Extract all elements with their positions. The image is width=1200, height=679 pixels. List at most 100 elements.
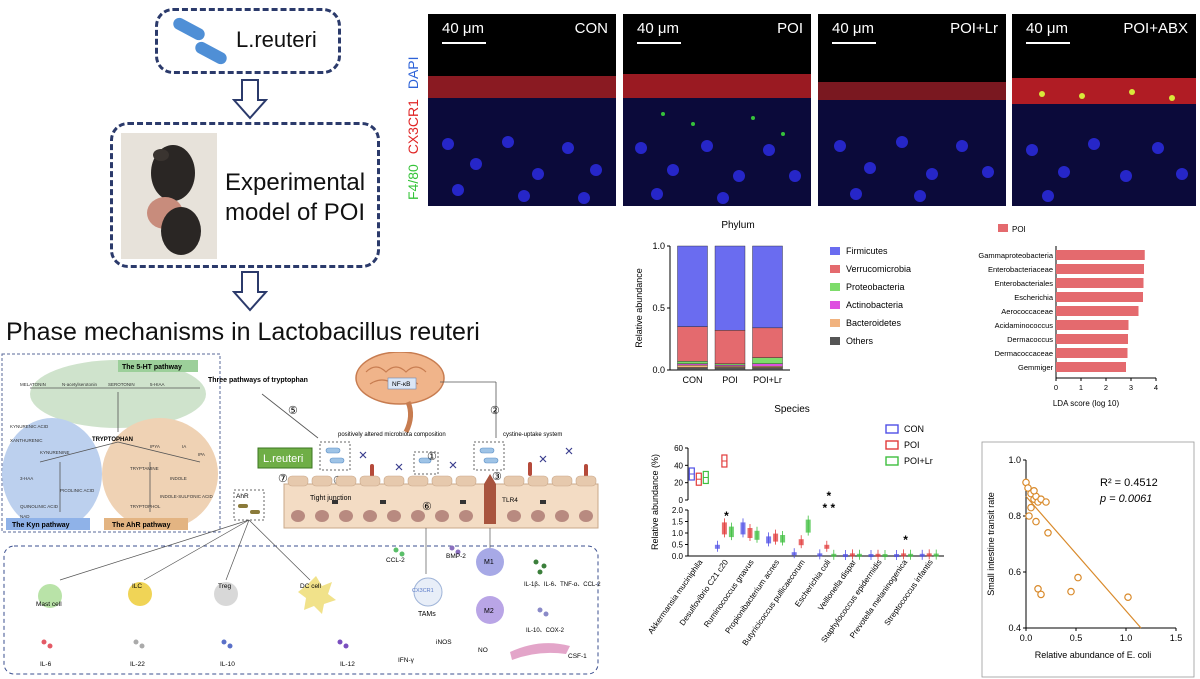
tissue-image <box>1012 78 1196 206</box>
group-label: POI+Lr <box>950 20 998 37</box>
scale-label: 40 μm <box>1026 20 1068 37</box>
legend-swatch <box>830 283 840 291</box>
tlr4-label: TLR4 <box>502 497 518 504</box>
arrow-down-icon <box>232 271 268 312</box>
y-tick-label: Aerococcaceae <box>1001 307 1053 316</box>
cx3cr1-label: CX3CR1 <box>412 588 434 594</box>
cytokine-il10: IL-10 <box>220 661 235 668</box>
ahr-label: AhR <box>236 493 249 500</box>
cystine-label: cystine-uptake system <box>503 432 562 438</box>
significance-mark: * <box>724 509 729 523</box>
x-tick-label: 0 <box>1054 383 1058 392</box>
y-tick-label: Enterobacteriales <box>995 279 1054 288</box>
tams-label: TAMs <box>418 611 436 618</box>
fluor-panel-poi-abx: 40 μm POI+ABX <box>1012 14 1196 206</box>
svg-text:IA: IA <box>182 444 186 449</box>
y-tick-label: Dermacoccus <box>1007 335 1053 344</box>
y-tick-label: 1.0 <box>672 529 684 538</box>
cytokine-il12: IL-12 <box>340 661 355 668</box>
bar <box>1056 306 1139 316</box>
bar-segment <box>752 363 783 367</box>
bar-segment <box>714 330 746 364</box>
svg-text:XANTHURENIC: XANTHURENIC <box>10 438 43 443</box>
svg-text:PICOLINIC ACID: PICOLINIC ACID <box>60 488 95 493</box>
data-point <box>1030 486 1038 495</box>
stain-label-column: F4/80 CX3CR1 DAPI <box>402 14 424 206</box>
x-tick-label: 1 <box>1079 383 1083 392</box>
svg-text:TRYPTOPHOL: TRYPTOPHOL <box>130 504 161 509</box>
y-axis-label: Relative abundance <box>634 268 644 348</box>
m1-output: IL-1β、IL-6、TNF-α、CCL-2 <box>524 582 601 588</box>
scale-bar <box>832 42 876 44</box>
data-point <box>1044 529 1052 537</box>
data-point <box>1042 498 1050 506</box>
model-label-line2: model of POI <box>225 199 366 226</box>
x-tick-label: 2 <box>1104 383 1108 392</box>
svg-text:IPYA: IPYA <box>150 444 160 449</box>
data-point <box>1074 573 1082 582</box>
legend-swatch <box>885 440 899 450</box>
svg-text:IPA: IPA <box>198 452 205 457</box>
y-tick-label: Dermacoccaceae <box>995 349 1053 358</box>
ccl2-label: CCL-2 <box>386 557 405 564</box>
stain-cx3cr1: CX3CR1 <box>405 99 421 154</box>
x-tick-label: 1.0 <box>1120 633 1133 643</box>
legend-swatch <box>885 424 899 434</box>
y-tick-label: 0.4 <box>1008 623 1021 633</box>
significance-mark: * <box>903 533 908 547</box>
scale-bar <box>442 42 486 44</box>
step-1: ① <box>427 451 437 463</box>
cell-dc: DC cell <box>300 583 322 590</box>
bar-segment <box>752 357 783 365</box>
y-tick-label: 0.8 <box>1008 511 1021 521</box>
cytokine-il6: IL-6 <box>40 661 52 668</box>
y-tick-label: 1.0 <box>1008 455 1021 465</box>
bar-segment <box>752 367 783 371</box>
bar-segment <box>714 367 746 371</box>
y-tick-label: 1.0 <box>652 241 665 251</box>
bar <box>1056 264 1144 274</box>
bar <box>1056 320 1129 330</box>
data-point <box>1067 587 1075 596</box>
model-label-line1: Experimental <box>225 169 366 196</box>
brain-icon <box>355 352 445 434</box>
arrow-down-icon <box>232 79 268 120</box>
bar <box>1056 278 1144 288</box>
cytokine-il22: IL-22 <box>130 661 145 668</box>
legend-label: Bacteroidetes <box>846 318 902 328</box>
y-tick-label: 0.5 <box>652 303 665 313</box>
y-tick-label: Gemmiger <box>1018 363 1054 372</box>
fluor-panel-con: 40 μm CON <box>428 14 616 206</box>
m2-output: IL-10、COX-2 <box>526 628 565 634</box>
kyn-pathway-label: The Kyn pathway <box>12 522 70 529</box>
y-tick-label: 40 <box>674 461 683 470</box>
bar <box>1056 362 1126 372</box>
significance-mark: * * <box>822 501 835 515</box>
x-tick-label: POI+Lr <box>753 375 782 385</box>
r2-annotation: R² = 0.4512 <box>1100 477 1158 489</box>
scale-bar <box>637 42 681 44</box>
x-axis-label: LDA score (log 10) <box>1053 399 1120 408</box>
stain-label-svg: F4/80 CX3CR1 DAPI <box>405 56 421 200</box>
x-axis-label: Relative abundance of E. coli <box>1035 650 1152 660</box>
three-pathways-label: Three pathways of tryptophan <box>208 377 308 384</box>
svg-text:KYNURENIC ACID: KYNURENIC ACID <box>10 424 49 429</box>
y-tick-label: 1.5 <box>672 518 684 527</box>
data-point <box>1034 585 1042 593</box>
stain-dapi: DAPI <box>405 56 421 89</box>
svg-text:NAD: NAD <box>20 514 30 519</box>
chart-title: Species <box>774 404 810 415</box>
y-tick-label: 0.6 <box>1008 567 1021 577</box>
cytokine-ifng: IFN-γ <box>398 657 415 664</box>
data-point <box>1032 517 1040 526</box>
svg-text:KYNURENINE: KYNURENINE <box>40 450 70 455</box>
stain-f480: F4/80 <box>405 164 421 200</box>
group-label: POI+ABX <box>1123 20 1188 37</box>
tissue-image <box>818 82 1006 206</box>
y-tick-label: 0.5 <box>672 541 684 550</box>
y-tick-label: 20 <box>674 479 683 488</box>
scale-label: 40 μm <box>832 20 874 37</box>
legend-label: POI <box>904 440 920 450</box>
tissue-image <box>428 76 616 206</box>
